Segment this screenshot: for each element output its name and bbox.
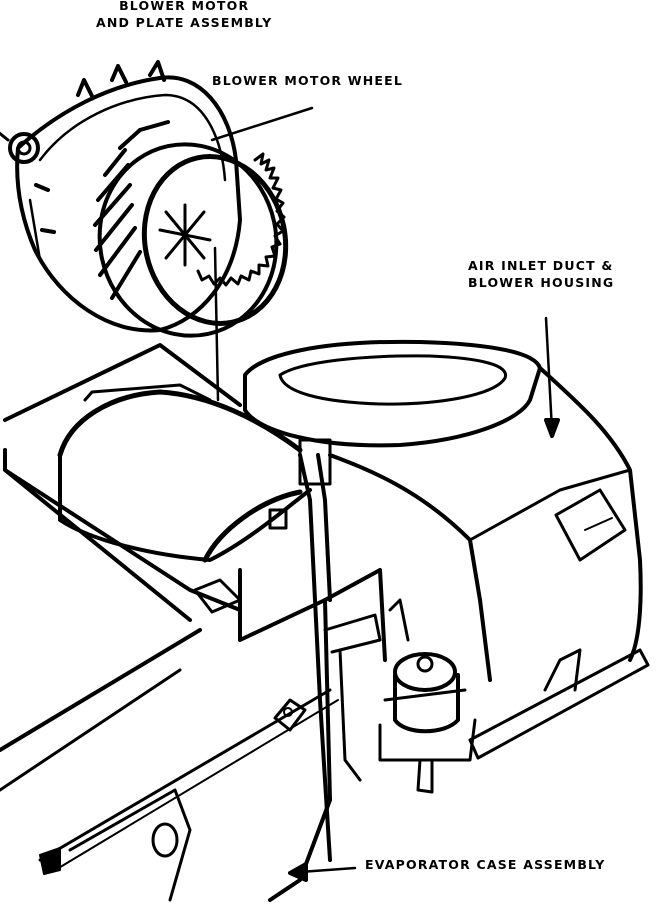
blower-wheel [93,120,289,402]
evaporator-case [0,343,387,902]
label-blower-motor-wheel: BLOWER MOTOR WHEEL [212,72,403,89]
label-blower-motor-plate-assembly: BLOWER MOTOR AND PLATE ASSEMBLY [96,0,272,31]
label-line: BLOWER HOUSING [468,275,615,290]
wheel-leader-line [210,106,314,142]
label-air-inlet-duct-blower-housing: AIR INLET DUCT & BLOWER HOUSING [468,257,614,291]
label-line: AND PLATE ASSEMBLY [96,15,273,30]
label-line: EVAPORATOR CASE ASSEMBLY [365,857,606,872]
central-pipe [298,453,382,862]
label-line: BLOWER MOTOR WHEEL [212,73,404,88]
air-inlet-duct-housing [243,316,650,760]
label-line: BLOWER MOTOR [119,0,250,13]
label-line: AIR INLET DUCT & [468,258,614,273]
blower-motor-plate [0,60,242,333]
label-evaporator-case-assembly: EVAPORATOR CASE ASSEMBLY [365,856,606,873]
lower-motor [378,598,477,794]
